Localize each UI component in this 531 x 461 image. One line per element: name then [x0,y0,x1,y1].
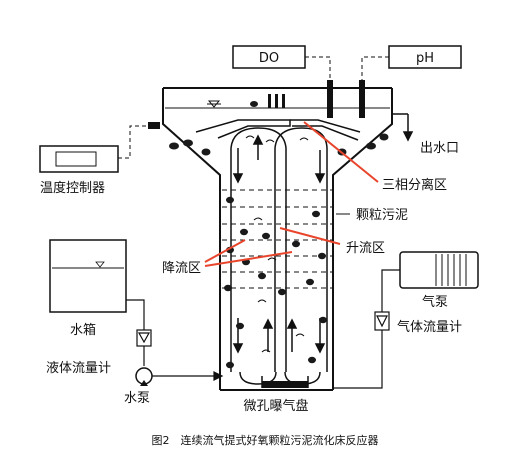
reactor-vessel [162,87,393,391]
gas-flowmeter-label: 气体流量计 [397,319,462,335]
granules [169,101,389,369]
water-tank-label: 水箱 [70,322,96,338]
air-pump-label: 气泵 [422,294,448,310]
do-sensor [232,45,333,118]
liquid-line [126,299,224,381]
do-label: DO [259,51,279,66]
temp-controller-label: 温度控制器 [40,180,105,196]
water-tank [49,239,127,313]
three-phase-separator [195,119,361,141]
gas-line [333,269,400,389]
three-phase-label: 三相分离区 [382,177,447,193]
callout-lines [204,121,379,267]
granular-sludge-label: 颗粒污泥 [356,208,408,223]
ph-label: pH [416,51,434,66]
bubbles [245,135,309,353]
ph-sensor [359,45,462,118]
temp-controller [39,122,160,173]
electrodes [268,94,285,108]
up-flow-label: 升流区 [346,241,385,256]
flow-dash-lines [222,189,332,289]
aeration-disc-label: 微孔曝气盘 [243,398,308,414]
outlet-pipe [392,113,414,142]
flow-arrows [232,134,326,354]
down-flow-label: 降流区 [162,261,201,276]
figure-caption: 图2 连续流气提式好氧颗粒污泥流化床反应器 [152,433,379,447]
liquid-flowmeter-label: 液体流量计 [46,361,111,376]
water-pump-label: 水泵 [124,391,150,406]
water-pump [135,367,153,386]
aeration-disc [261,376,309,388]
outlet-label: 出水口 [420,141,459,156]
air-pump [399,251,479,289]
